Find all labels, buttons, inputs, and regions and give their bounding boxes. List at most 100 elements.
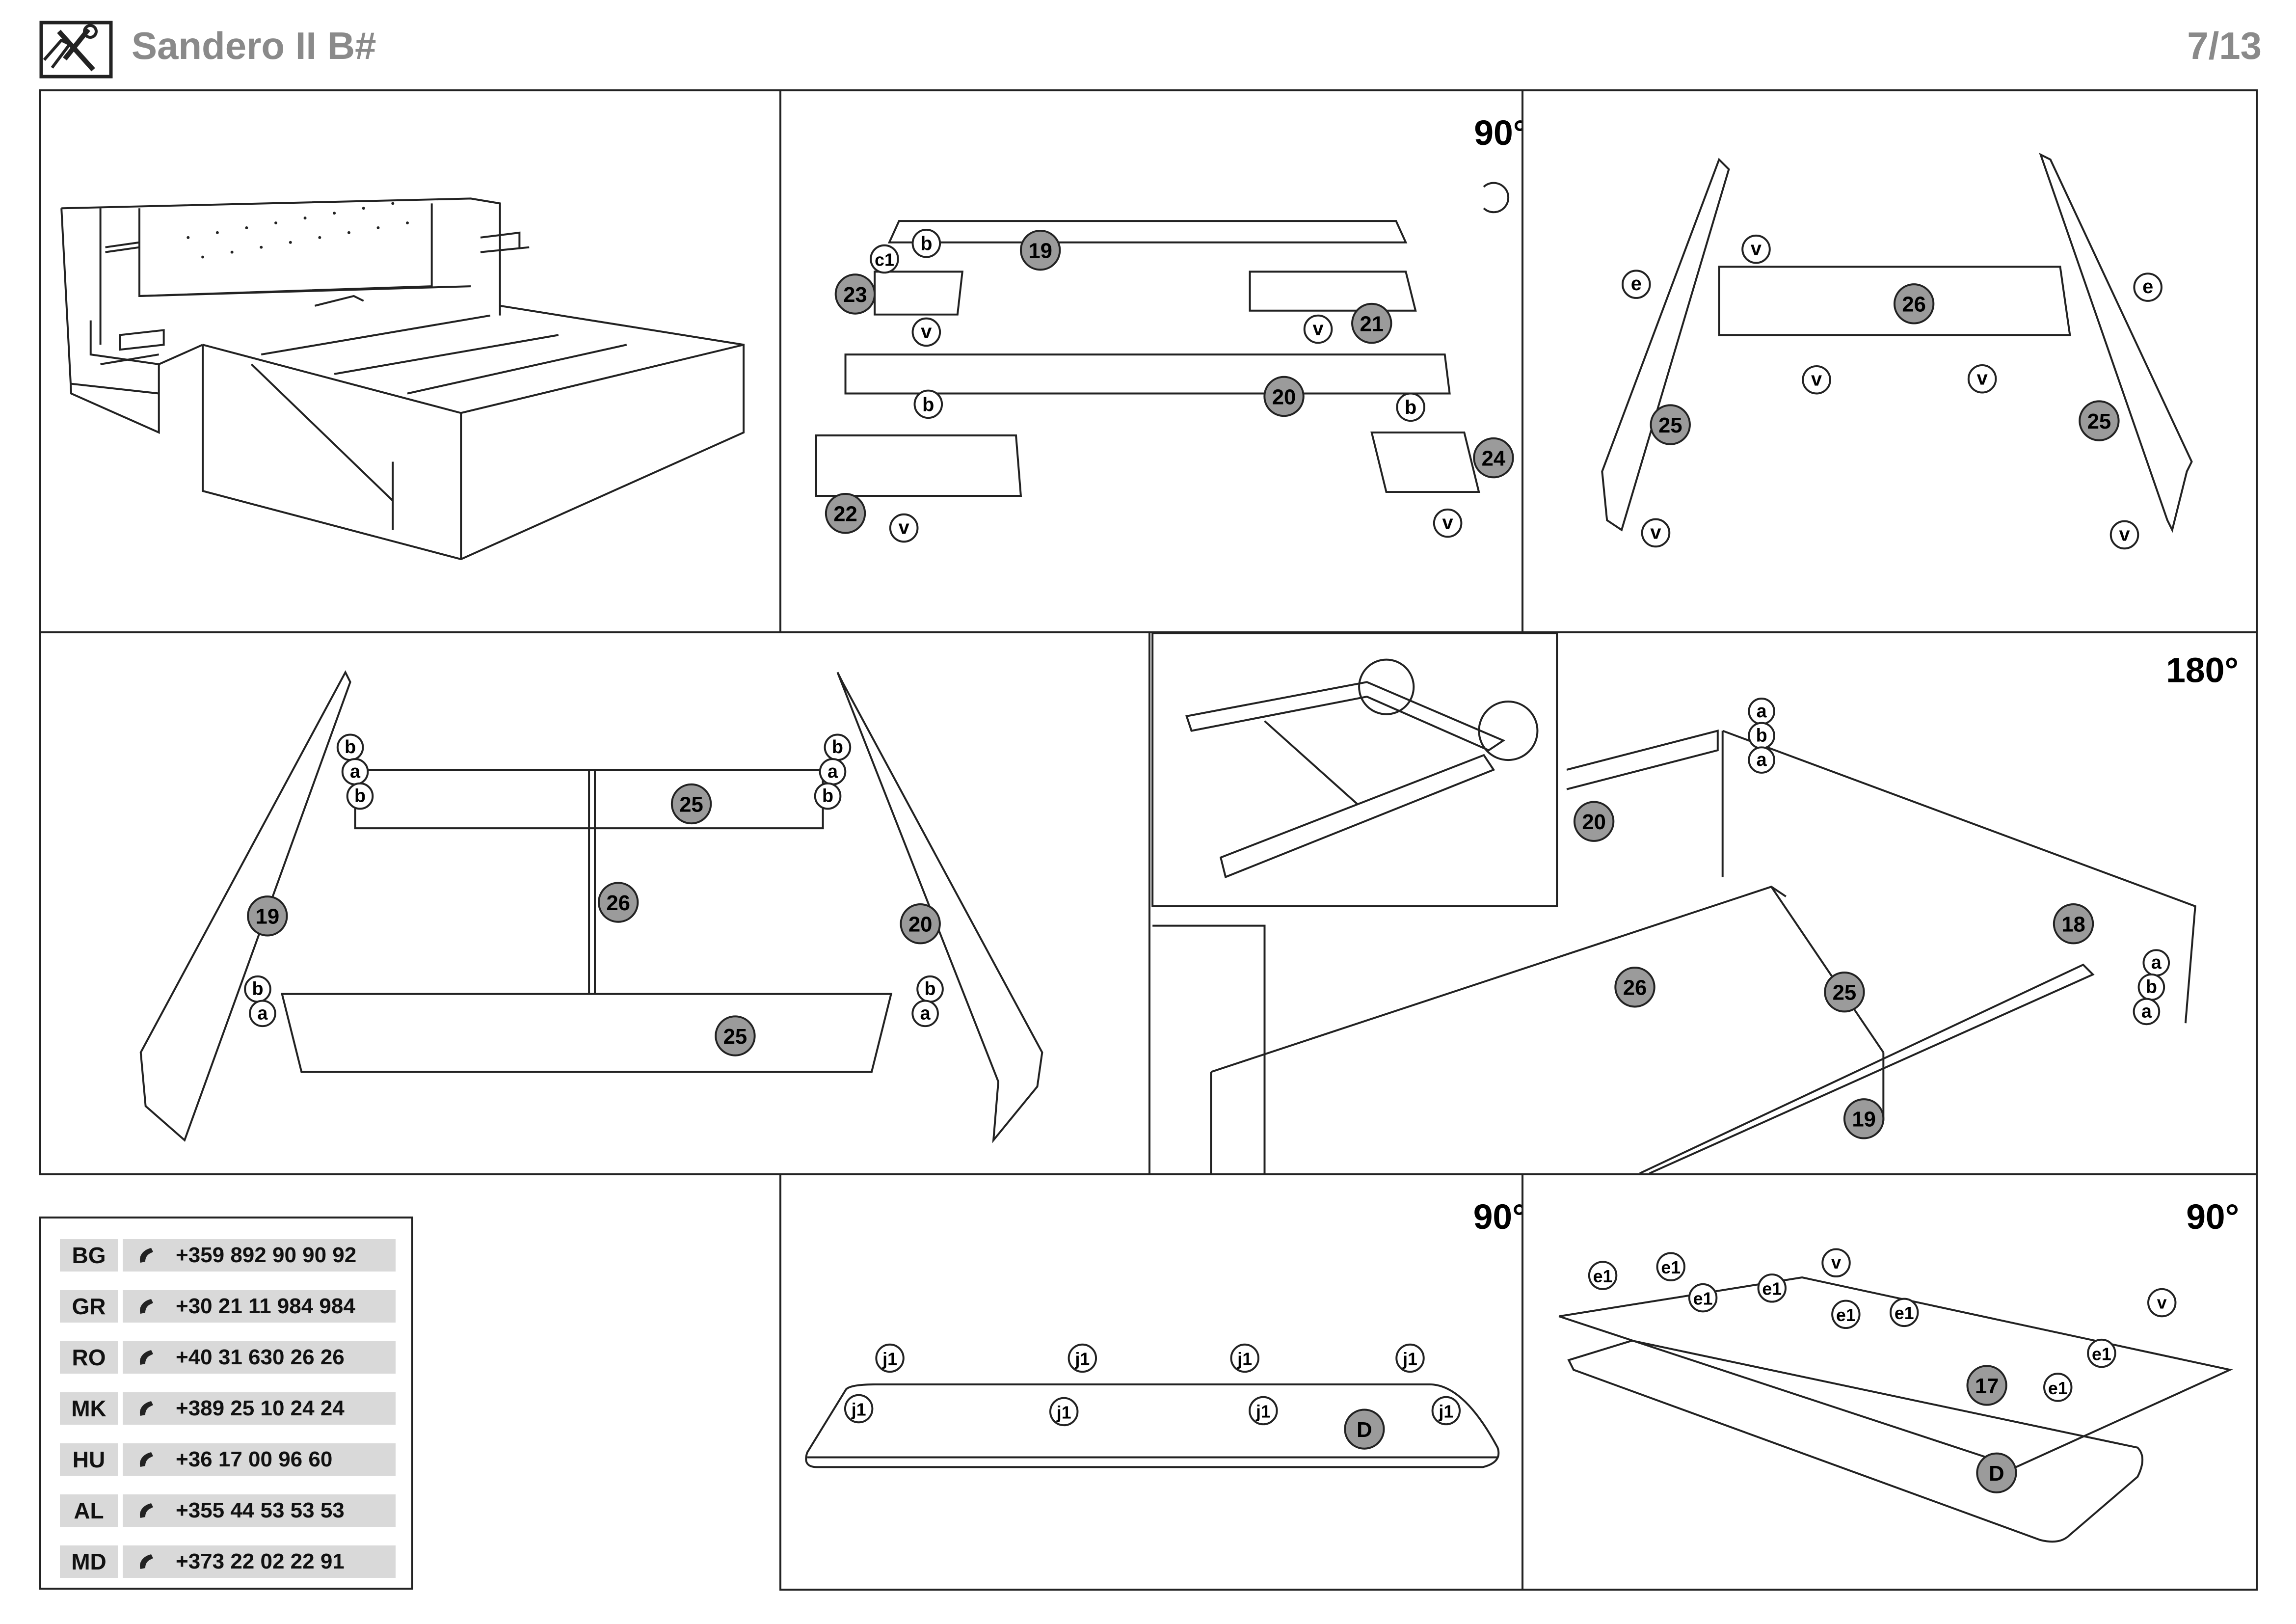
phone-icon — [139, 1401, 153, 1416]
phone-number: +355 44 53 53 53 — [176, 1498, 345, 1522]
svg-text:j1: j1 — [1237, 1349, 1252, 1369]
rotation-label: 90° — [1473, 1197, 1522, 1237]
svg-text:24: 24 — [1482, 446, 1506, 470]
panel-step-board-d: 90° D j1 j1 j1 j1 j1 j1 j1 j1 — [779, 1173, 1523, 1591]
svg-text:v: v — [2119, 523, 2130, 545]
hardware-letter: j1 j1 j1 j1 j1 j1 j1 j1 — [844, 1343, 1461, 1427]
country-code: HU — [60, 1443, 118, 1476]
svg-text:v: v — [1811, 369, 1822, 390]
phone-number: +389 25 10 24 24 — [176, 1396, 345, 1420]
svg-text:26: 26 — [1902, 293, 1926, 317]
country-code: MK — [60, 1392, 118, 1425]
svg-text:j1: j1 — [1074, 1349, 1090, 1369]
svg-text:b: b — [252, 978, 263, 999]
svg-text:e1: e1 — [1593, 1267, 1613, 1286]
svg-text:b: b — [925, 978, 936, 999]
svg-text:v: v — [1442, 512, 1453, 534]
svg-text:v: v — [2157, 1293, 2167, 1312]
svg-text:v: v — [1751, 238, 1762, 260]
svg-text:e1: e1 — [2048, 1379, 2068, 1398]
svg-text:25: 25 — [679, 792, 703, 816]
svg-text:25: 25 — [1658, 413, 1682, 437]
svg-text:a: a — [1757, 749, 1767, 770]
hardware-letter: b a b b a b b a b a — [244, 733, 944, 1028]
bed-illustration — [60, 197, 745, 561]
svg-text:c1: c1 — [875, 250, 894, 270]
svg-text:b: b — [1405, 397, 1416, 418]
svg-text:b: b — [920, 233, 932, 255]
svg-text:D: D — [1989, 1462, 2004, 1486]
svg-text:20: 20 — [1582, 810, 1606, 834]
part-label: 19 20 25 25 26 — [247, 783, 941, 1056]
svg-text:j1: j1 — [1255, 1402, 1271, 1421]
phone-number: +36 17 00 96 60 — [176, 1447, 333, 1471]
phone-number: +373 22 02 22 91 — [176, 1549, 345, 1573]
svg-text:18: 18 — [2061, 913, 2085, 937]
part-label: 19 20 21 22 23 24 — [825, 229, 1514, 534]
svg-text:v: v — [1977, 368, 1988, 389]
part-label: 18 19 20 25 26 — [1573, 801, 2094, 1139]
svg-text:e: e — [2142, 276, 2153, 298]
phone-icon — [139, 1248, 153, 1263]
svg-text:a: a — [828, 761, 838, 782]
svg-text:a: a — [920, 1002, 931, 1023]
panel-step-headboard-parts: 90° 19 20 21 22 23 24 b c1 v v v v b b — [779, 89, 1523, 633]
country-code: RO — [60, 1341, 118, 1374]
board-17-diagram: 90° 17 D e1 e1 e1 e1 v v e1 e1 e1 e1 — [1558, 1197, 2239, 1543]
phone-icon — [139, 1503, 153, 1518]
headboard-parts-diagram: 90° 19 20 21 22 23 24 b c1 v v v v b b — [815, 113, 1522, 543]
svg-text:19: 19 — [1028, 239, 1052, 263]
phone-number: +359 892 90 90 92 — [176, 1243, 357, 1267]
svg-text:25: 25 — [723, 1025, 748, 1049]
svg-text:e1: e1 — [1836, 1305, 1856, 1325]
svg-text:e: e — [1631, 273, 1642, 295]
rotation-label: 90° — [1474, 113, 1522, 153]
svg-text:17: 17 — [1975, 1375, 1999, 1398]
svg-text:e1: e1 — [1762, 1279, 1782, 1299]
svg-text:e1: e1 — [2092, 1344, 2111, 1364]
panel-step-side-rails: 25 25 26 e e v v v v v — [1522, 89, 2258, 633]
country-code: AL — [60, 1494, 118, 1527]
svg-text:20: 20 — [908, 913, 933, 937]
svg-text:e1: e1 — [1661, 1258, 1681, 1277]
document-title: Sandero II B# — [132, 24, 376, 67]
svg-text:e1: e1 — [1895, 1303, 1914, 1323]
svg-text:v: v — [1312, 318, 1323, 339]
country-code: BG — [60, 1239, 118, 1272]
part-label: D — [1344, 1408, 1385, 1450]
contacts-table: BG +359 892 90 90 92 GR +30 21 11 984 98… — [39, 1217, 413, 1590]
frame-assembly-diagram: 19 20 25 25 26 b a b b a b b a b a — [139, 670, 1043, 1143]
svg-text:j1: j1 — [882, 1349, 897, 1369]
phone-icon — [139, 1452, 153, 1467]
svg-text:21: 21 — [1360, 312, 1384, 336]
svg-text:v: v — [921, 321, 932, 342]
country-code: MD — [60, 1545, 118, 1578]
panel-step-frame-rotated: 180° 18 19 20 25 26 a b a a b a — [1148, 631, 2258, 1175]
panel-step-board-17: 90° 17 D e1 e1 e1 e1 v v e1 e1 e1 e1 — [1522, 1173, 2258, 1591]
country-code: GR — [60, 1290, 118, 1323]
svg-text:v: v — [899, 516, 909, 538]
svg-text:j1: j1 — [1402, 1349, 1417, 1369]
rotation-label: 90° — [2186, 1197, 2239, 1237]
phone-icon — [139, 1350, 153, 1365]
side-rails-diagram: 25 25 26 e e v v v v v — [1601, 153, 2193, 550]
svg-text:26: 26 — [1623, 976, 1647, 1000]
hardware-letter: e1 e1 e1 e1 v v e1 e1 e1 e1 — [1588, 1248, 2177, 1402]
svg-text:20: 20 — [1272, 385, 1296, 409]
svg-text:b: b — [345, 736, 356, 757]
hardware-letter: e e v v v v v — [1621, 234, 2163, 550]
svg-text:19: 19 — [1852, 1108, 1876, 1132]
svg-text:a: a — [2151, 952, 2162, 973]
svg-text:e1: e1 — [1693, 1289, 1713, 1308]
svg-text:b: b — [354, 785, 366, 806]
svg-text:b: b — [822, 785, 833, 806]
svg-text:a: a — [1757, 701, 1767, 721]
tools-icon — [39, 21, 113, 79]
svg-text:a: a — [350, 761, 361, 782]
board-d-diagram: 90° D j1 j1 j1 j1 j1 j1 j1 j1 — [805, 1197, 1522, 1468]
phone-number: +30 21 11 984 984 — [176, 1294, 355, 1318]
svg-text:a: a — [257, 1002, 268, 1023]
svg-text:b: b — [2146, 976, 2157, 997]
page-number: 7/13 — [2187, 24, 2262, 67]
panel-bed-overview — [39, 89, 781, 633]
